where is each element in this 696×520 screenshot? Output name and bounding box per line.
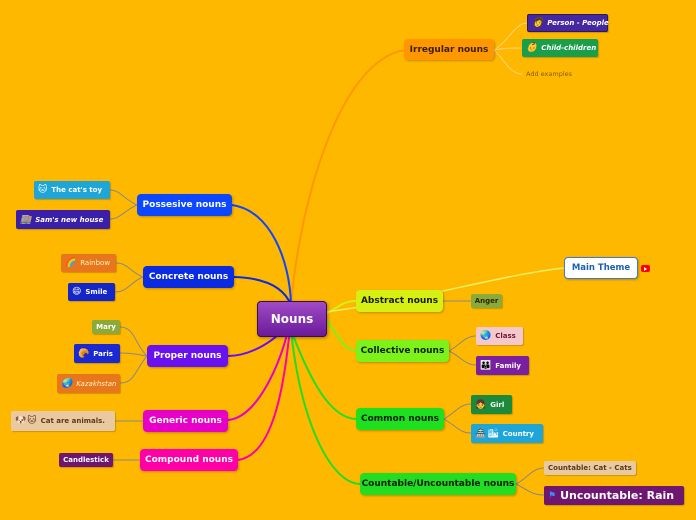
leaf-smile[interactable]: 😄 Smile — [68, 283, 115, 301]
leaf-label: Person - People — [547, 19, 609, 27]
leaf-country[interactable]: 🏯 🏙 Country — [471, 424, 543, 443]
leaf-label: Girl — [490, 400, 505, 409]
branch-generic-nouns[interactable]: Generic nouns — [143, 410, 228, 432]
city-icon: 🏙 — [487, 428, 499, 439]
main-theme-label: Main Theme — [571, 263, 631, 273]
leaf-label: Mary — [96, 323, 116, 331]
branch-concrete-nouns[interactable]: Concrete nouns — [143, 266, 234, 288]
leaf-label: Paris — [93, 349, 113, 358]
leaf-person-people[interactable]: 👩 Person - People — [527, 14, 609, 32]
globe-icon: 🌏 — [480, 331, 492, 341]
leaf-label: Smile — [85, 288, 108, 296]
leaf-add-examples[interactable]: Add examples — [522, 68, 574, 80]
leaf-label: Family — [495, 361, 521, 370]
leaf-family[interactable]: 👪 Family — [476, 356, 529, 375]
leaf-rainbow[interactable]: 🌈 Rainbow — [61, 254, 116, 272]
leaf-kazakhstan[interactable]: 🌏 Kazakhstan — [57, 374, 120, 393]
leaf-label: Cat are animals. — [40, 417, 105, 425]
leaf-sams-new-house[interactable]: 🏬 Sam's new house — [16, 210, 110, 229]
root-topic-label: Nouns — [270, 312, 314, 326]
leaf-label: Sam's new house — [35, 215, 104, 224]
branch-common-nouns[interactable]: Common nouns — [356, 408, 444, 430]
child-face-icon: 👶 — [526, 43, 538, 53]
leaf-label: Countable: Cat - Cats — [548, 464, 632, 472]
leaf-uncountable-rain[interactable]: ⚑ Uncountable: Rain — [544, 486, 684, 505]
girl-icon: 👧 — [475, 399, 487, 410]
branch-label: Proper nouns — [153, 351, 222, 361]
globe-icon: 🌏 — [61, 378, 73, 389]
leaf-label: Rainbow — [80, 259, 111, 267]
leaf-label: Anger — [474, 297, 499, 305]
house-icon: 🏯 — [475, 428, 487, 439]
person-icon: 👩 — [532, 18, 544, 28]
dog-face-icon: 🐶 — [15, 416, 27, 426]
leaf-label: Class — [495, 332, 516, 340]
branch-label: Common nouns — [360, 414, 440, 424]
leaf-label: Child-children — [541, 44, 597, 52]
croissant-icon: 🥐 — [78, 348, 90, 359]
branch-proper-nouns[interactable]: Proper nouns — [147, 345, 228, 367]
branch-label: Abstract nouns — [360, 296, 439, 306]
grinning-face-icon: 😄 — [72, 287, 82, 297]
branch-label: Compound nouns — [145, 455, 233, 465]
leaf-child-children[interactable]: 👶 Child-children — [522, 39, 598, 57]
leaf-cat-are-animals[interactable]: 🐶 🐱 Cat are animals. — [11, 411, 115, 431]
leaf-label: Kazakhstan — [76, 379, 117, 388]
branch-collective-nouns[interactable]: Collective nouns — [356, 340, 449, 362]
leaf-label: Uncountable: Rain — [560, 489, 675, 502]
leaf-girl[interactable]: 👧 Girl — [471, 395, 512, 414]
main-theme-topic[interactable]: Main Theme — [564, 257, 638, 279]
branch-label: Generic nouns — [149, 416, 222, 426]
cat-face-icon: 🐱 — [38, 185, 48, 195]
branch-label: Irregular nouns — [409, 44, 489, 55]
family-icon: 👪 — [480, 360, 492, 371]
leaf-label: Add examples — [526, 70, 573, 78]
branch-irregular-nouns[interactable]: Irregular nouns — [404, 39, 494, 60]
branch-abstract-nouns[interactable]: Abstract nouns — [356, 290, 443, 312]
leaf-label: Candlestick — [63, 456, 109, 464]
building-icon: 🏬 — [20, 214, 32, 225]
branch-label: Countable/Uncountable nouns — [361, 479, 515, 489]
leaf-cats-toy[interactable]: 🐱 The cat's toy — [34, 181, 110, 199]
cat-face-icon: 🐱 — [27, 416, 37, 426]
leaf-label: Country — [502, 429, 534, 438]
leaf-mary[interactable]: Mary — [92, 320, 120, 334]
leaf-anger[interactable]: Anger — [471, 294, 502, 308]
root-topic-nouns[interactable]: Nouns — [257, 301, 327, 337]
branch-compound-nouns[interactable]: Compound nouns — [140, 449, 238, 471]
branch-label: Collective nouns — [360, 346, 445, 356]
leaf-countable-cat-cats[interactable]: Countable: Cat - Cats — [544, 461, 636, 475]
youtube-icon[interactable] — [641, 265, 650, 272]
branch-label: Concrete nouns — [148, 272, 229, 282]
branch-label: Possesive nouns — [142, 200, 227, 210]
flag-icon: ⚑ — [548, 490, 557, 501]
branch-countable-uncountable-nouns[interactable]: Countable/Uncountable nouns — [360, 473, 516, 495]
leaf-class[interactable]: 🌏 Class — [476, 327, 523, 345]
leaf-candlestick[interactable]: Candlestick — [59, 453, 113, 467]
leaf-paris[interactable]: 🥐 Paris — [74, 344, 120, 363]
leaf-label: The cat's toy — [51, 186, 103, 194]
branch-possesive-nouns[interactable]: Possesive nouns — [137, 194, 232, 216]
rainbow-icon: 🌈 — [65, 258, 77, 268]
